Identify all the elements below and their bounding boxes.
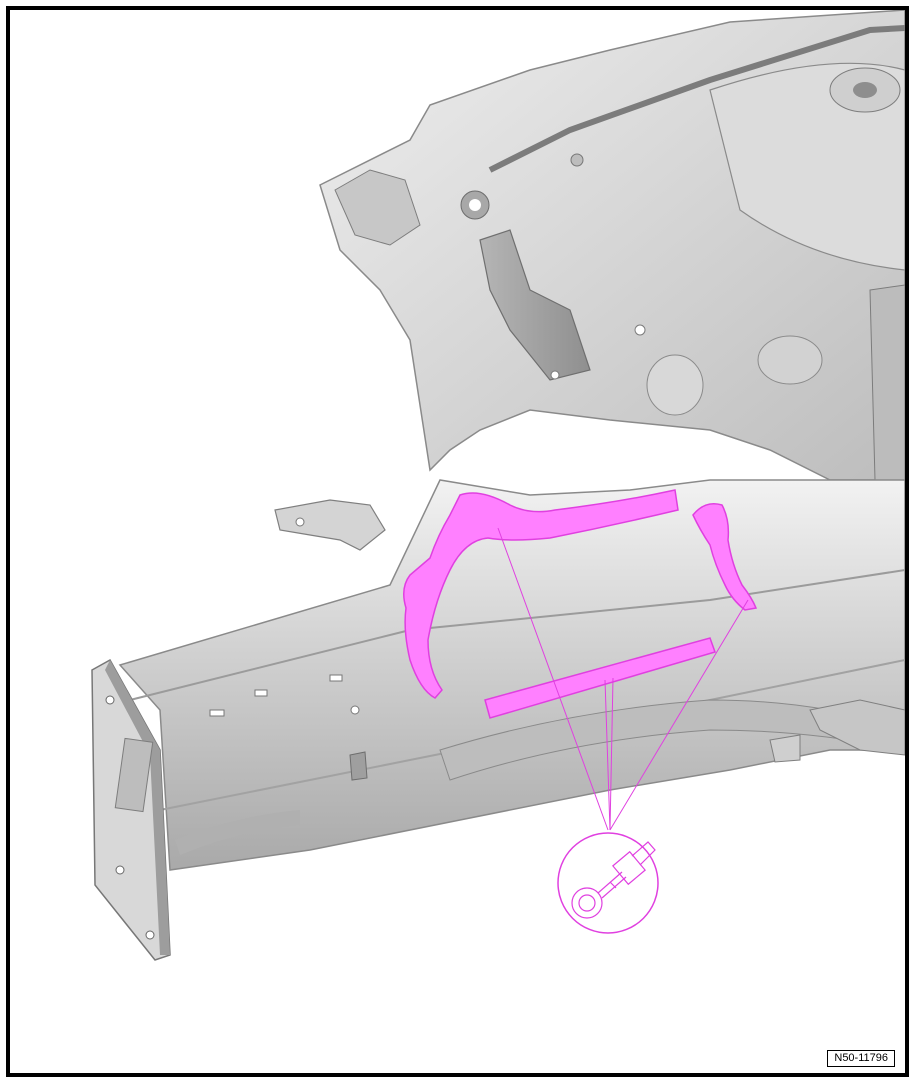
callout-leaders [497,527,749,831]
front-flange-plate [91,658,171,961]
diagram-frame: N50-11796 [6,6,909,1077]
figure-id-label: N50-11796 [827,1050,895,1067]
adhesive-area-right [692,503,758,611]
longitudinal-rail [118,479,905,871]
adhesive-area-left [403,489,679,699]
left-bracket [274,499,386,551]
adhesive-areas [403,489,758,719]
vehicle-body-illustration [91,10,905,961]
adhesive-area-lower [484,637,716,719]
upper-body-panel [319,10,905,481]
rivet-tool-icon [557,832,659,934]
